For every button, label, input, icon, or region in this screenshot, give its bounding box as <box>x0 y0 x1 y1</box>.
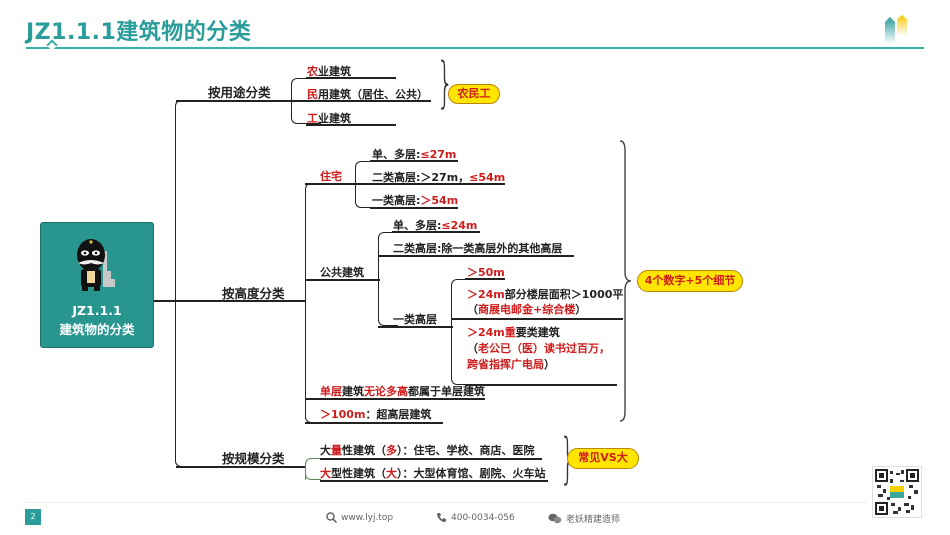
footer-wechat[interactable]: 老妖精建造师 <box>548 512 620 525</box>
mascot-icon <box>73 233 123 293</box>
center-label: 建筑物的分类 <box>59 322 135 337</box>
single-story-rule[interactable]: 单层建筑无论多高都属于单层建筑 <box>320 385 485 398</box>
class1-item-50m[interactable]: ＞50m <box>467 266 505 279</box>
footer-website[interactable]: www.lyj.top <box>326 512 393 523</box>
connector <box>154 300 176 302</box>
qr-code[interactable] <box>872 466 922 518</box>
class1-item-important[interactable]: ＞24m重要类建筑 （老公已（医）读书过百万， 跨省指挥广电局） <box>467 326 610 371</box>
footer-divider <box>26 502 866 503</box>
usage-item-civil[interactable]: 民用建筑（居住、公共） <box>307 88 428 101</box>
class1-label[interactable]: 一类高层 <box>393 313 437 326</box>
scale-tag: 常见VS大 <box>567 448 639 469</box>
title-divider <box>26 47 924 49</box>
public-item-line <box>392 231 480 233</box>
scale-item-mass[interactable]: 大量性建筑（多）：住宅、学校、商店、医院 <box>320 444 535 457</box>
usage-item-line <box>306 124 396 126</box>
branch-usage-label[interactable]: 按用途分类 <box>208 85 271 100</box>
class1-item-line <box>465 278 505 280</box>
phone-icon <box>436 513 446 523</box>
height-tag: 4个数字+5个细节 <box>637 270 743 292</box>
scale-item-large[interactable]: 大型性建筑（大）：大型体育馆、剧院、火车站 <box>320 467 546 480</box>
single-story-line <box>305 398 485 400</box>
branch-line <box>176 300 306 302</box>
super-high-line <box>305 422 443 424</box>
class1-item-line <box>465 384 617 386</box>
center-node[interactable]: JZ1.1.1 建筑物的分类 <box>40 222 154 348</box>
height-brace-icon <box>619 140 633 422</box>
page-number: 2 <box>25 509 41 525</box>
scale-item-line <box>320 480 548 482</box>
scale-bracket-lower <box>305 466 321 480</box>
residential-bracket <box>355 161 375 208</box>
residential-item-line <box>355 183 505 185</box>
brand-logo-icon <box>884 14 924 44</box>
public-item-class2[interactable]: 二类高层:除一类高层外的其他高层 <box>393 242 563 255</box>
residential-item-class1[interactable]: 一类高层:＞54m <box>372 194 459 207</box>
public-item-line <box>378 255 574 257</box>
public-item-low[interactable]: 单、多层:≤24m <box>393 219 478 232</box>
page-title: JZ1.1.1建筑物的分类 <box>26 20 252 45</box>
center-code: JZ1.1.1 <box>72 303 122 318</box>
scale-item-line <box>320 458 542 460</box>
footer-phone[interactable]: 400-0034-056 <box>436 512 515 523</box>
usage-item-agricultural[interactable]: 农业建筑 <box>307 65 351 78</box>
public-line <box>305 279 380 281</box>
usage-item-industrial[interactable]: 工业建筑 <box>307 112 351 125</box>
branch-line <box>176 466 306 468</box>
search-icon <box>326 512 337 523</box>
branch-scale-label[interactable]: 按规模分类 <box>222 451 285 466</box>
residential-item-low[interactable]: 单、多层:≤27m <box>372 148 457 161</box>
class1-bracket <box>451 279 471 385</box>
super-high-rule[interactable]: ＞100m：超高层建筑 <box>320 408 432 421</box>
usage-item-line <box>306 77 396 79</box>
usage-tag: 农民工 <box>448 84 500 104</box>
residential-item-class2[interactable]: 二类高层:＞27m，≤54m <box>372 171 506 184</box>
residential-item-line <box>370 207 458 209</box>
class1-item-line <box>451 318 623 320</box>
residential-line <box>305 183 355 185</box>
branch-line <box>176 100 291 102</box>
residential-label[interactable]: 住宅 <box>320 170 342 183</box>
usage-line <box>291 100 431 102</box>
public-bracket <box>378 232 398 326</box>
wechat-icon <box>548 513 562 524</box>
class1-item-area[interactable]: ＞24m部分楼层面积＞1000平 （商展电邮金+综合楼） <box>467 288 624 316</box>
public-label[interactable]: 公共建筑 <box>320 266 364 279</box>
branch-height-label[interactable]: 按高度分类 <box>222 286 285 301</box>
residential-item-line <box>370 160 458 162</box>
class1-line <box>378 326 453 328</box>
